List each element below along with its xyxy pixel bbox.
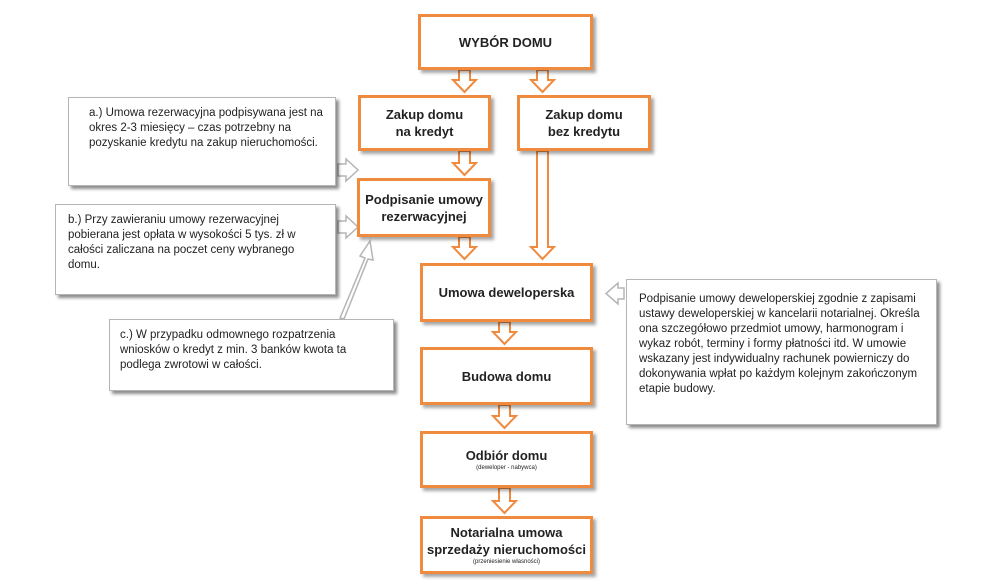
pointer-note-deweloperska	[604, 281, 625, 306]
node-notarialna-umowa: Notarialna umowa sprzedaży nieruchomości…	[420, 516, 593, 574]
note-c-text: c.) W przypadku odmownego rozpatrzenia w…	[120, 329, 347, 371]
arrow-deweloperska-to-budowa	[490, 321, 519, 346]
node-odbior-domu-label: Odbiór domu	[465, 448, 548, 463]
arrow-kredyt-to-rezerwacyjna	[450, 150, 479, 177]
node-zakup-bez-kredytu: Zakup domu bez kredytu	[517, 95, 651, 151]
arrow-bez-kredytu-to-deweloperska	[528, 150, 557, 261]
note-c-zwrot: c.) W przypadku odmownego rozpatrzenia w…	[109, 319, 394, 391]
node-umowa-deweloperska: Umowa deweloperska	[420, 263, 593, 322]
note-deweloperska-text: Podpisanie umowy deweloperskiej zgodnie …	[639, 293, 920, 395]
pointer-note-b	[337, 214, 360, 240]
pointer-note-c	[338, 238, 374, 320]
node-umowa-deweloperska-label: Umowa deweloperska	[438, 285, 575, 300]
node-podpisanie-rezerwacyjnej: Podpisanie umowy rezerwacyjnej	[357, 178, 491, 237]
arrow-budowa-to-odbior	[490, 404, 519, 430]
node-zakup-na-kredyt-label: Zakup domu na kredyt	[385, 107, 464, 139]
node-wybor-domu: WYBÓR DOMU	[418, 14, 593, 70]
note-umowa-deweloperska: Podpisanie umowy deweloperskiej zgodnie …	[626, 279, 937, 425]
node-notarialna-umowa-sub: (przeniesienie własności)	[472, 559, 541, 565]
node-odbior-domu-sub: (deweloper - nabywca)	[476, 465, 537, 471]
node-notarialna-umowa-label: Notarialna umowa sprzedaży nieruchomości	[427, 525, 586, 557]
note-b-text: b.) Przy zawieraniu umowy rezerwacyjnej …	[68, 214, 296, 271]
note-a-text: a.) Umowa rezerwacyjna podpisywana jest …	[89, 107, 323, 149]
arrow-wybor-to-bez-kredytu	[528, 69, 557, 94]
node-zakup-bez-kredytu-label: Zakup domu bez kredytu	[545, 107, 623, 139]
arrow-wybor-to-kredyt	[450, 69, 479, 94]
arrow-odbior-to-notarialna	[490, 487, 519, 515]
node-zakup-na-kredyt: Zakup domu na kredyt	[358, 95, 491, 151]
pointer-note-a	[337, 157, 360, 183]
node-budowa-domu-label: Budowa domu	[461, 368, 552, 384]
note-a-rezerwacja-okres: a.) Umowa rezerwacyjna podpisywana jest …	[68, 97, 336, 186]
arrow-rezerwacyjna-to-deweloperska	[450, 236, 479, 261]
node-wybor-domu-label: WYBÓR DOMU	[458, 34, 553, 50]
node-odbior-domu: Odbiór domu (deweloper - nabywca)	[420, 431, 593, 488]
node-podpisanie-rezerwacyjnej-label: Podpisanie umowy rezerwacyjnej	[365, 191, 483, 224]
node-budowa-domu: Budowa domu	[420, 347, 593, 405]
note-b-oplata: b.) Przy zawieraniu umowy rezerwacyjnej …	[55, 204, 336, 295]
